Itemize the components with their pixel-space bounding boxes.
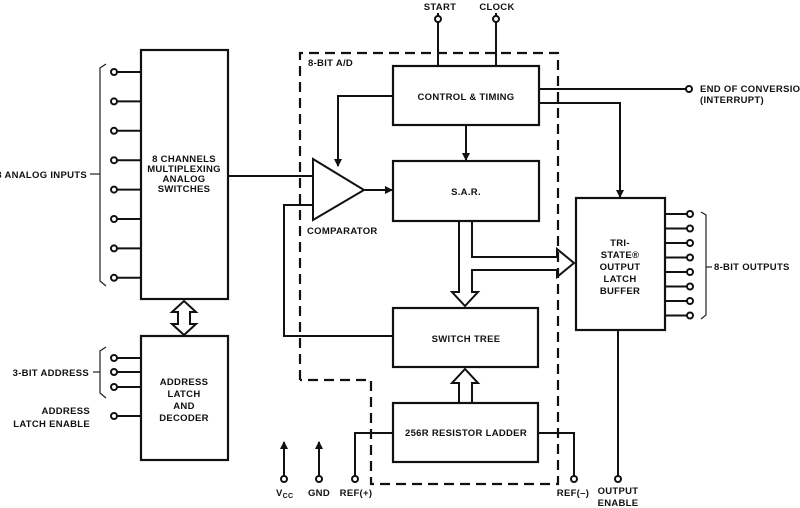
vcc-label: VCC (276, 488, 293, 500)
sar-block (391, 159, 541, 223)
output-enable-label-1: OUTPUT (598, 486, 639, 497)
digital-output-3-pin (686, 253, 694, 262)
latch-label-5: BUFFER (600, 286, 640, 297)
analog-input-0-pin (110, 68, 118, 76)
analog-input-2-pin (110, 126, 118, 135)
switch-tree-label: SWITCH TREE (432, 334, 501, 345)
ref-pos-label: REF(+) (340, 488, 373, 499)
outputs-label: 8-BIT OUTPUTS (714, 262, 790, 273)
switch-tree-feedback-wire (283, 204, 393, 337)
control-timing-label: CONTROL & TIMING (418, 92, 515, 103)
eoc-label-1: END OF CONVERSION (700, 84, 800, 95)
address-bit-1-pin (110, 368, 118, 376)
address-inputs: 3-BIT ADDRESS ADDRESS LATCH ENABLE (13, 346, 141, 430)
latch-label-4: LATCH (604, 274, 637, 285)
outputs-brace (700, 211, 707, 320)
address-bit-0-pin (110, 354, 118, 362)
comparator-label: COMPARATOR (307, 226, 378, 237)
output-enable-label-2: ENABLE (598, 498, 639, 508)
analog-input-6-pin (110, 244, 118, 253)
ladder-to-switch-bus (449, 367, 481, 403)
address-label-4: DECODER (159, 413, 209, 424)
sar-data-bus (449, 221, 576, 308)
gnd-pin (315, 475, 323, 483)
analog-inputs-label: 8 ANALOG INPUTS (0, 170, 87, 181)
address-latch-block (139, 334, 230, 462)
address-label-2: LATCH (168, 389, 201, 400)
adc-boundary (298, 51, 560, 486)
mux-label-4: SWITCHES (158, 184, 211, 195)
ref-neg-pin (570, 475, 578, 483)
digital-output-2-pin (686, 239, 694, 247)
digital-outputs: 8-BIT OUTPUTS (665, 210, 790, 320)
digital-output-5-pin (686, 282, 694, 291)
output-latch-block (574, 196, 667, 332)
analog-inputs: 8 ANALOG INPUTS (0, 63, 141, 287)
digital-output-7-pin (686, 311, 694, 320)
analog-input-5-pin (110, 215, 118, 223)
ref-neg-label: REF(–) (557, 488, 589, 499)
comparator (312, 157, 366, 222)
start-pin (434, 15, 442, 23)
digital-output-6-pin (686, 297, 694, 305)
control-to-comparator-wire (334, 95, 393, 167)
address-brace (99, 346, 107, 399)
mux-label-2: MULTIPLEXING (147, 164, 221, 175)
sar-label: S.A.R. (451, 187, 481, 198)
digital-output-0-pin (686, 210, 694, 218)
clock-label: CLOCK (479, 2, 514, 13)
latch-label-1: TRI- (610, 238, 630, 249)
analog-input-7-pin (110, 273, 118, 282)
switch-tree-block (391, 306, 540, 369)
ale-label-1: ADDRESS (41, 406, 90, 417)
digital-output-4-pin (686, 268, 694, 276)
control-to-latch-wire (539, 102, 624, 198)
clock-pin (492, 15, 500, 23)
ref-neg-wire (538, 432, 575, 476)
resistor-ladder-label: 256R RESISTOR LADDER (405, 428, 527, 439)
latch-label-2: STATE® (601, 250, 640, 261)
address-label-3: AND (173, 401, 194, 412)
digital-output-1-pin (686, 224, 694, 233)
mux-address-bus-arrow (169, 299, 199, 337)
address-label-1: ADDRESS (160, 377, 209, 388)
analog-inputs-brace (99, 63, 107, 287)
ale-pin (110, 412, 118, 420)
adc-group-label: 8-BIT A/D (308, 58, 353, 69)
ref-pos-wire (354, 432, 393, 476)
address-bits-label: 3-BIT ADDRESS (13, 368, 89, 379)
address-bit-2-pin (110, 383, 118, 391)
analog-input-1-pin (110, 97, 118, 106)
vcc-pin (280, 475, 288, 483)
mux-block (139, 48, 230, 301)
eoc-label-2: (INTERRUPT) (700, 95, 764, 106)
gnd-label: GND (308, 488, 330, 499)
mux-label-1: 8 CHANNELS (152, 154, 216, 165)
eoc-pin (685, 85, 693, 93)
mux-label-3: ANALOG (163, 174, 206, 185)
analog-input-4-pin (110, 185, 118, 194)
ale-label-2: LATCH ENABLE (13, 419, 90, 430)
start-label: START (424, 2, 456, 13)
analog-input-3-pin (110, 156, 118, 165)
ref-pos-pin (351, 475, 359, 483)
latch-label-3: OUTPUT (600, 262, 641, 273)
output-enable-pin (614, 475, 622, 483)
